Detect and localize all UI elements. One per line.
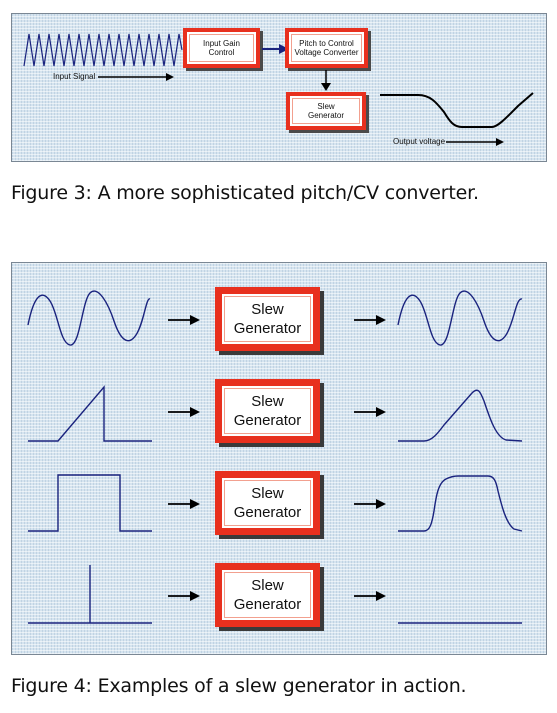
figure3-panel: Input Signal Input Gain Control Pitch to… xyxy=(11,13,547,162)
row3-slew-generator-box: Slew Generator xyxy=(215,471,320,535)
row4-box-line2: Generator xyxy=(233,596,302,613)
row2-input-ramp-waveform xyxy=(28,385,152,442)
row2-box-line2: Generator xyxy=(233,412,302,429)
row2-input-arrow xyxy=(168,407,200,417)
row4-output-flat-line-waveform xyxy=(398,622,522,624)
row2-slew-generator-box: Slew Generator xyxy=(215,379,320,443)
row2-box-line1: Slew xyxy=(251,393,284,410)
input-gain-control-box: Input Gain Control xyxy=(183,28,260,68)
row2-output-arrow xyxy=(354,407,386,417)
row3-input-arrow xyxy=(168,499,200,509)
row4-box-line1: Slew xyxy=(251,577,284,594)
row1-output-sine-waveform xyxy=(397,290,523,346)
gain-to-pitch-arrow xyxy=(262,44,289,54)
row1-output-arrow xyxy=(354,315,386,325)
pitch-to-cv-label: Pitch to Control Voltage Converter xyxy=(294,39,359,57)
pitch-to-cv-converter-box: Pitch to Control Voltage Converter xyxy=(285,28,368,68)
row3-output-rounded-pulse-waveform xyxy=(398,475,523,532)
row4-input-impulse-waveform xyxy=(28,565,152,624)
row3-box-line2: Generator xyxy=(233,504,302,521)
row1-input-sine-waveform xyxy=(27,290,151,346)
input-signal-label: Input Signal xyxy=(53,72,96,81)
output-voltage-label: Output voltage xyxy=(393,137,446,146)
input-arrow xyxy=(98,73,174,81)
row4-slew-generator-box: Slew Generator xyxy=(215,563,320,627)
output-arrow xyxy=(446,138,504,146)
figure3-caption: Figure 3: A more sophisticated pitch/CV … xyxy=(11,182,479,204)
input-gain-control-label: Input Gain Control xyxy=(203,39,240,57)
input-signal-waveform xyxy=(23,33,183,67)
row3-input-pulse-waveform xyxy=(28,474,152,532)
row1-input-arrow xyxy=(168,315,200,325)
figure4-caption: Figure 4: Examples of a slew generator i… xyxy=(11,675,467,697)
row1-slew-generator-box: Slew Generator xyxy=(215,287,320,351)
row1-box-line2: Generator xyxy=(233,320,302,337)
figure4-panel: Slew Generator Slew Generator xyxy=(11,262,547,655)
output-voltage-waveform xyxy=(380,92,534,128)
row4-input-arrow xyxy=(168,591,200,601)
row3-box-line1: Slew xyxy=(251,485,284,502)
slew-generator-box-small: Slew Generator xyxy=(286,92,366,130)
row3-output-arrow xyxy=(354,499,386,509)
row4-output-arrow xyxy=(354,591,386,601)
row2-output-smoothed-ramp-waveform xyxy=(398,389,523,442)
pitch-to-slew-arrow xyxy=(321,70,331,91)
slew-generator-small-label: Slew Generator xyxy=(307,102,345,120)
row1-box-line1: Slew xyxy=(251,301,284,318)
